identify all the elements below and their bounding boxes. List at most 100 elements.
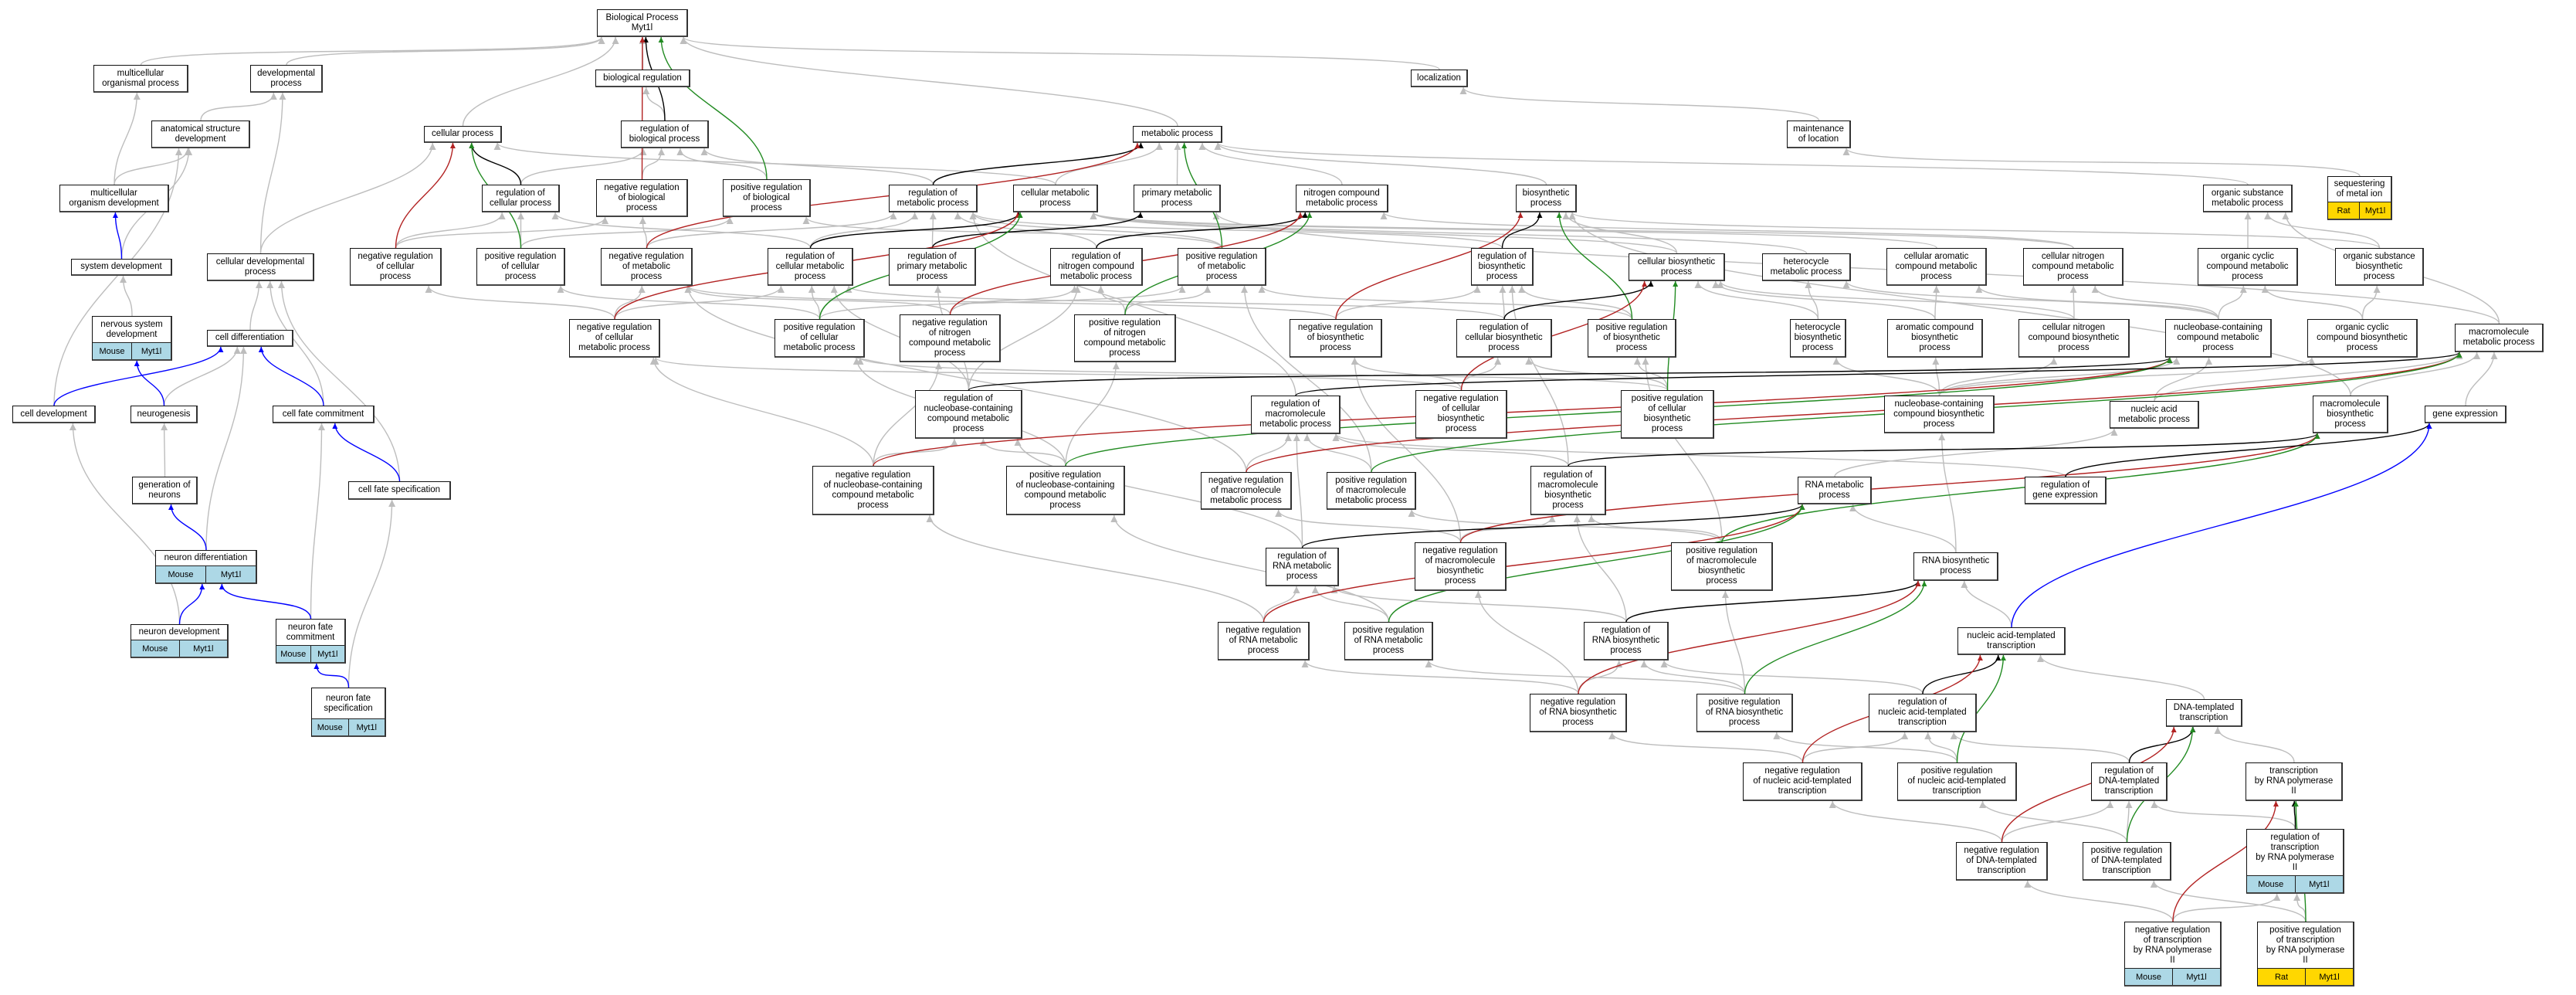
go-term-node[interactable]: developmental process [250,65,323,93]
go-term-node[interactable]: positive regulation of nucleobase-contai… [1006,466,1125,515]
go-term-node[interactable]: positive regulation of metabolic process [1178,248,1266,286]
go-term-node[interactable]: neurogenesis [130,406,198,423]
go-term-node[interactable]: primary metabolic process [1134,185,1221,212]
go-term-node[interactable]: regulation of nucleobase-containing comp… [915,390,1022,439]
go-term-node[interactable]: cellular metabolic process [1013,185,1098,212]
go-term-node[interactable]: positive regulation of biological proces… [723,179,811,217]
go-term-node[interactable]: negative regulation of macromolecule met… [1201,472,1292,510]
go-term-node[interactable]: negative regulation of cellular process [350,248,442,286]
go-term-node[interactable]: aromatic compound biosynthetic process [1887,319,1983,358]
go-term-node[interactable]: negative regulation of DNA-templated tra… [1956,842,2048,881]
go-term-node[interactable]: nucleobase-containing compound metabolic… [2165,319,2272,358]
go-term-node[interactable]: organic substance metabolic process [2203,185,2293,212]
go-term-node[interactable]: organic substance biosynthetic process [2335,248,2424,286]
go-term-node[interactable]: nitrogen compound metabolic process [1296,185,1388,212]
go-term-node[interactable]: negative regulation of RNA metabolic pro… [1218,622,1310,661]
go-term-node[interactable]: DNA-templated transcription [2166,699,2242,727]
go-term-node[interactable]: nucleic acid metabolic process [2110,401,2199,429]
go-term-node[interactable]: transcription by RNA polymerase II [2246,762,2343,801]
go-term-node[interactable]: regulation of macromolecule biosynthetic… [1530,466,1606,515]
go-term-node[interactable]: cell fate commitment [273,406,375,423]
go-term-node[interactable]: localization [1411,70,1468,87]
go-term-node[interactable]: negative regulation of biosynthetic proc… [1290,319,1382,358]
go-term-node[interactable]: generation of neurons [132,477,198,504]
go-term-node[interactable]: nucleobase-containing compound biosynthe… [1884,396,1995,433]
go-term-node[interactable]: regulation of RNA metabolic process [1266,548,1339,586]
go-term-node[interactable]: regulation of biosynthetic process [1471,248,1534,286]
go-term-node[interactable]: RNA metabolic process [1798,477,1872,504]
go-term-node[interactable]: regulation of nitrogen compound metaboli… [1050,248,1143,286]
go-term-node[interactable]: organic cyclic compound metabolic proces… [2198,248,2298,286]
go-term-node[interactable]: negative regulation of macromolecule bio… [1415,542,1507,591]
go-term-node[interactable]: cellular process [424,126,502,143]
go-term-node[interactable]: cellular nitrogen compound biosynthetic … [2018,319,2130,358]
go-term-node[interactable]: biosynthetic process [1516,185,1577,212]
go-term-node[interactable]: positive regulation of RNA metabolic pro… [1344,622,1433,661]
go-term-node[interactable]: regulation of metabolic process [889,185,978,212]
go-term-node[interactable]: regulation of primary metabolic process [889,248,976,286]
go-term-node[interactable]: positive regulation of nitrogen compound… [1074,314,1176,362]
go-term-node[interactable]: cellular developmental process [207,253,314,281]
go-term-node[interactable]: positive regulation of DNA-templated tra… [2083,842,2171,881]
go-term-node[interactable]: negative regulation of biological proces… [596,179,688,217]
go-term-node[interactable]: macromolecule biosynthetic process [2313,396,2388,433]
go-term-node[interactable]: negative regulation of transcription by … [2124,922,2222,987]
go-term-node[interactable]: regulation of cellular metabolic process [768,248,853,286]
go-term-node[interactable]: macromolecule metabolic process [2455,324,2544,352]
go-term-node[interactable]: positive regulation of macromolecule bio… [1671,542,1773,591]
go-term-node[interactable]: positive regulation of macromolecule met… [1327,472,1416,510]
go-term-node[interactable]: positive regulation of transcription by … [2257,922,2354,987]
go-term-node[interactable]: cell fate specification [348,481,451,500]
go-term-node[interactable]: regulation of gene expression [2025,477,2107,504]
go-term-node[interactable]: positive regulation of nucleic acid-temp… [1897,762,2017,801]
go-term-node[interactable]: cell development [12,406,96,423]
go-term-node[interactable]: regulation of DNA-templated transcriptio… [2091,762,2168,801]
edge-is-a [809,212,919,249]
go-term-node[interactable]: negative regulation of metabolic process [601,248,693,286]
go-term-node[interactable]: heterocycle metabolic process [1762,253,1851,281]
go-term-node[interactable]: multicellular organism development [59,185,169,212]
go-term-node[interactable]: biological regulation [595,70,690,87]
go-term-node[interactable]: multicellular organismal process [93,65,188,93]
go-term-node[interactable]: negative regulation of nucleic acid-temp… [1743,762,1863,801]
go-term-node[interactable]: regulation of RNA biosynthetic process [1584,622,1669,661]
go-term-node[interactable]: regulation of nucleic acid-templated tra… [1869,694,1977,732]
go-term-node[interactable]: system development [71,259,172,276]
go-term-node[interactable]: cellular aromatic compound metabolic pro… [1886,248,1987,286]
go-term-node[interactable]: regulation of transcription by RNA polym… [2246,829,2344,894]
go-term-node[interactable]: negative regulation of cellular metaboli… [569,319,660,358]
go-term-node[interactable]: heterocycle biosynthetic process [1790,319,1846,358]
go-term-node[interactable]: regulation of cellular biosynthetic proc… [1456,319,1552,358]
go-term-node[interactable]: maintenance of location [1787,121,1851,148]
go-term-node[interactable]: positive regulation of biosynthetic proc… [1588,319,1676,358]
go-term-node[interactable]: negative regulation of RNA biosynthetic … [1530,694,1627,732]
go-term-node[interactable]: anatomical structure development [151,121,250,148]
go-term-node[interactable]: positive regulation of cellular biosynth… [1621,390,1714,439]
go-term-node[interactable]: positive regulation of RNA biosynthetic … [1696,694,1793,732]
go-term-node[interactable]: positive regulation of cellular metaboli… [774,319,865,358]
go-term-node[interactable]: cellular biosynthetic process [1629,253,1725,281]
go-term-node[interactable]: RNA biosynthetic process [1913,552,1998,581]
go-term-node[interactable]: cellular nitrogen compound metabolic pro… [2023,248,2124,286]
go-term-node[interactable]: Biological Process Myt1l [597,9,688,37]
go-term-node[interactable]: organic cyclic compound biosynthetic pro… [2307,319,2418,358]
go-term-node[interactable]: gene expression [2425,406,2507,423]
go-term-node[interactable]: nucleic acid-templated transcription [1957,627,2066,655]
go-term-node[interactable]: regulation of macromolecule metabolic pr… [1251,396,1341,434]
go-term-node[interactable]: negative regulation of cellular biosynth… [1415,390,1507,439]
go-term-node[interactable]: negative regulation of nucleobase-contai… [812,466,934,515]
go-term-node[interactable]: positive regulation of cellular process [476,248,565,286]
go-term-node[interactable]: negative regulation of nitrogen compound… [900,314,1001,362]
go-term-node[interactable]: regulation of biological process [621,121,709,148]
go-term-node[interactable]: regulation of cellular process [482,185,560,212]
go-term-node[interactable]: metabolic process [1133,126,1222,143]
edge-is-a [1694,280,1819,320]
go-term-label: positive regulation of macromolecule bio… [1686,546,1757,586]
go-term-node[interactable]: cell differentiation [207,330,293,347]
